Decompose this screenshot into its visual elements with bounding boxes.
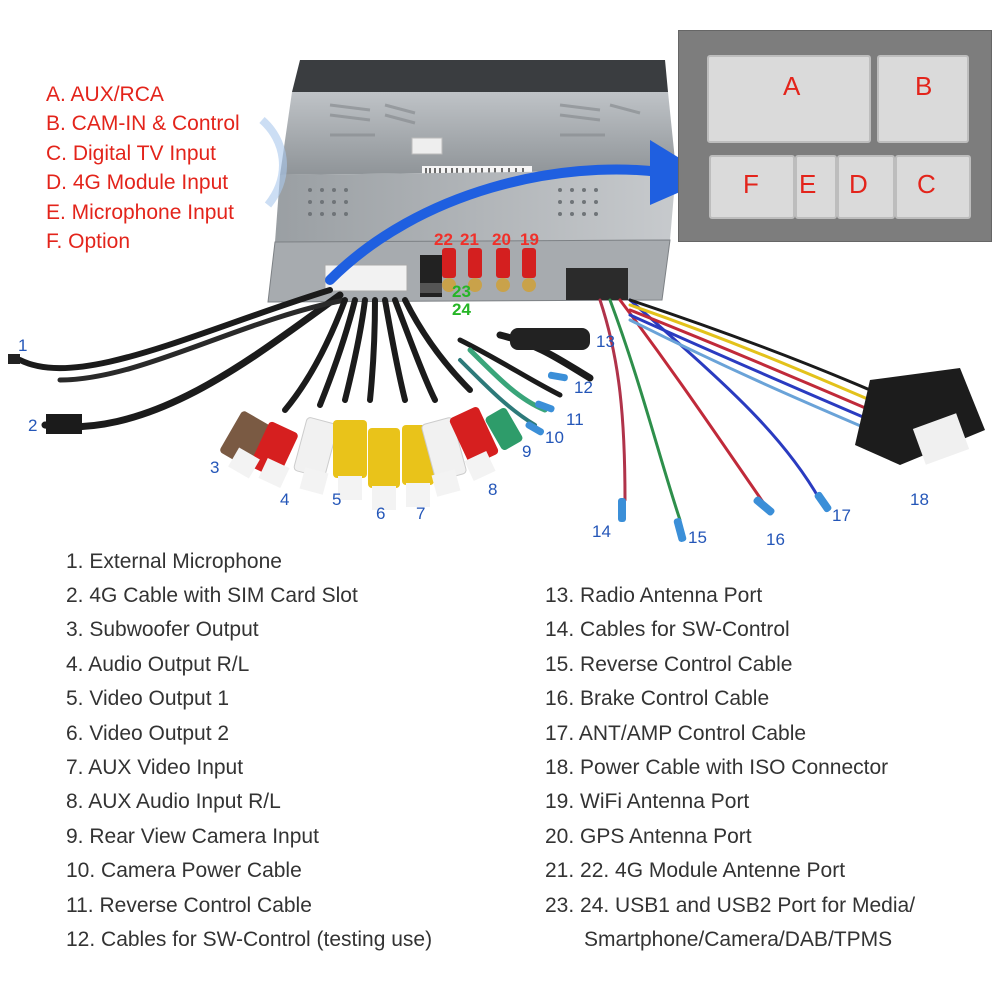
slot-d bbox=[837, 155, 895, 219]
callout-number: 1 bbox=[18, 336, 28, 355]
microphone-plug bbox=[8, 354, 20, 364]
radio-antenna-plug bbox=[510, 328, 590, 350]
parts-list-item: 13. Radio Antenna Port bbox=[545, 584, 763, 607]
callout-number: 12 bbox=[574, 378, 593, 397]
slot-f bbox=[709, 155, 795, 219]
callout-number: 10 bbox=[545, 428, 564, 447]
parts-list-item: 17. ANT/AMP Control Cable bbox=[545, 722, 807, 745]
parts-list-item: 5. Video Output 1 bbox=[66, 687, 230, 710]
slot-c bbox=[895, 155, 971, 219]
port-label: 19 bbox=[520, 230, 539, 249]
antenna-ports bbox=[442, 248, 536, 292]
parts-list-item: 14. Cables for SW-Control bbox=[545, 618, 790, 641]
callout-number: 15 bbox=[688, 528, 707, 547]
parts-list-item: 10. Camera Power Cable bbox=[66, 859, 302, 882]
pointer-arrow bbox=[325, 164, 665, 285]
slot-b bbox=[877, 55, 969, 143]
slot-label: A bbox=[783, 71, 801, 101]
parts-list-item: 9. Rear View Camera Input bbox=[66, 825, 319, 848]
parts-list-item: 8. AUX Audio Input R/L bbox=[66, 790, 281, 813]
parts-list-item: 7. AUX Video Input bbox=[66, 756, 244, 779]
callout-number: 14 bbox=[592, 522, 611, 541]
callout-number: 13 bbox=[596, 332, 615, 351]
port-label: 22 bbox=[434, 230, 453, 249]
slot-label: D bbox=[849, 169, 868, 199]
port-label: 21 bbox=[460, 230, 479, 249]
wire-tips bbox=[525, 371, 832, 542]
parts-list-item: 20. GPS Antenna Port bbox=[545, 825, 752, 848]
connector-legend-item: C. Digital TV Input bbox=[46, 141, 217, 165]
parts-list-item: 2. 4G Cable with SIM Card Slot bbox=[66, 584, 358, 607]
connector-legend-item: A. AUX/RCA bbox=[46, 83, 164, 106]
callout-number: 16 bbox=[766, 530, 785, 549]
iso-connector bbox=[855, 368, 985, 465]
sim-card-slot bbox=[46, 414, 82, 434]
parts-list-item: 23. 24. USB1 and USB2 Port for Media/ bbox=[545, 894, 916, 917]
callout-number: 2 bbox=[28, 416, 38, 435]
slot-label: F bbox=[743, 169, 759, 199]
callout-number: 6 bbox=[376, 504, 386, 523]
port-label: 23 bbox=[452, 282, 471, 301]
slot-e bbox=[795, 155, 837, 219]
callout-number: 9 bbox=[522, 442, 532, 461]
parts-list-item: 19. WiFi Antenna Port bbox=[545, 790, 750, 813]
wire-harness bbox=[17, 287, 872, 522]
connector-inset-photo: A B F E D C bbox=[678, 30, 992, 242]
parts-list-item: 21. 22. 4G Module Antenne Port bbox=[545, 859, 846, 882]
parts-list-item: 15. Reverse Control Cable bbox=[545, 653, 793, 676]
callout-number: 8 bbox=[488, 480, 498, 499]
parts-list-item: Smartphone/Camera/DAB/TPMS bbox=[584, 928, 893, 951]
slot-label: C bbox=[917, 169, 936, 199]
watermark-logo bbox=[259, 116, 287, 208]
parts-list-item: 4. Audio Output R/L bbox=[66, 653, 250, 676]
parts-list-item: 12. Cables for SW-Control (testing use) bbox=[66, 928, 433, 951]
parts-list-item: 1. External Microphone bbox=[66, 550, 282, 573]
connector-legend-item: E. Microphone Input bbox=[46, 200, 234, 224]
back-connectors bbox=[324, 248, 628, 300]
callout-number: 4 bbox=[280, 490, 290, 509]
parts-list-item: 18. Power Cable with ISO Connector bbox=[545, 756, 889, 779]
port-label: 24 bbox=[452, 300, 471, 319]
slot-label: B bbox=[915, 71, 933, 101]
parts-list-item: 16. Brake Control Cable bbox=[545, 687, 770, 710]
parts-list-item: 6. Video Output 2 bbox=[66, 722, 230, 745]
connector-legend: A. AUX/RCA B. CAM-IN & Control C. Digita… bbox=[46, 80, 240, 256]
connector-legend-item: D. 4G Module Input bbox=[46, 171, 229, 195]
connector-legend-item: F. Option bbox=[46, 230, 131, 254]
callout-number: 11 bbox=[566, 410, 584, 429]
slot-a bbox=[707, 55, 871, 143]
callout-number: 17 bbox=[832, 506, 851, 525]
rca-plugs bbox=[220, 406, 523, 510]
parts-list-item: 3. Subwoofer Output bbox=[66, 618, 259, 641]
callout-number: 3 bbox=[210, 458, 220, 477]
device-illustration bbox=[8, 60, 985, 542]
callout-number: 18 bbox=[910, 490, 929, 509]
callout-number: 5 bbox=[332, 490, 342, 509]
port-label: 20 bbox=[492, 230, 511, 249]
slot-label: E bbox=[799, 169, 817, 199]
callout-number: 7 bbox=[416, 504, 426, 523]
connector-legend-item: B. CAM-IN & Control bbox=[46, 112, 240, 136]
parts-list-item: 11. Reverse Control Cable bbox=[66, 894, 312, 917]
